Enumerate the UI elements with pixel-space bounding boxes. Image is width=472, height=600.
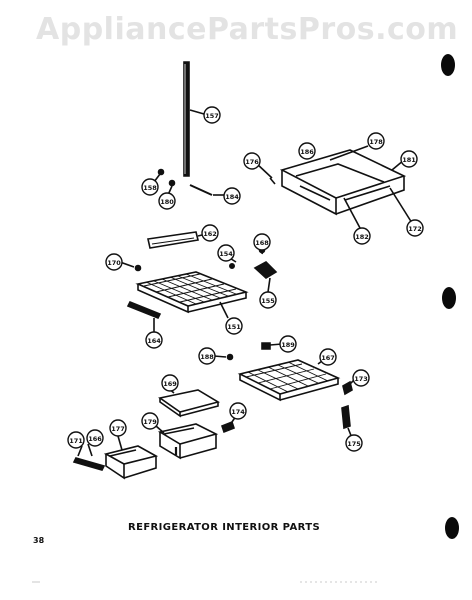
svg-text:178: 178 <box>369 138 383 146</box>
callout-184: 184 <box>223 187 241 205</box>
binder-hole-bottom <box>445 517 459 539</box>
rod-fasteners <box>153 168 224 196</box>
svg-text:172: 172 <box>408 225 422 233</box>
svg-text:181: 181 <box>402 156 416 164</box>
crisper-drawer-left <box>103 435 159 480</box>
svg-text:176: 176 <box>245 158 259 166</box>
shelf-support-parts <box>227 245 278 293</box>
svg-text:177: 177 <box>111 425 125 433</box>
binder-hole-top <box>441 54 455 76</box>
callout-174: 174 <box>229 402 247 420</box>
callout-179: 179 <box>141 412 159 430</box>
callout-151: 151 <box>225 317 243 335</box>
svg-text:170: 170 <box>107 259 121 267</box>
callout-182: 182 <box>353 227 371 245</box>
shelf-bracket-lower <box>126 300 162 334</box>
drawer-handle-trim <box>72 443 106 471</box>
svg-text:167: 167 <box>321 354 335 362</box>
callout-166: 166 <box>86 429 104 447</box>
callout-177: 177 <box>109 419 127 437</box>
svg-text:189: 189 <box>281 341 295 349</box>
callout-173: 173 <box>352 369 370 387</box>
callout-154: 154 <box>217 244 235 262</box>
crisper-drawer-right <box>155 423 219 460</box>
callout-167: 167 <box>319 348 337 366</box>
svg-text:186: 186 <box>300 148 314 156</box>
vertical-rod-part <box>183 61 205 177</box>
svg-text:157: 157 <box>205 112 219 120</box>
svg-text:164: 164 <box>147 337 161 345</box>
watermark: AppliancePartsPros.com <box>36 12 459 47</box>
callout-169: 169 <box>161 374 179 392</box>
callout-labels: 157 158 180 184 176 186 178 181 182 172 … <box>67 106 424 452</box>
binder-hole-middle <box>442 287 456 309</box>
svg-text:175: 175 <box>347 440 361 448</box>
svg-text:168: 168 <box>255 239 269 247</box>
callout-189: 189 <box>279 335 297 353</box>
svg-text:158: 158 <box>143 184 157 192</box>
svg-text:171: 171 <box>69 437 83 445</box>
center-fasteners <box>213 342 283 361</box>
svg-text:188: 188 <box>200 353 214 361</box>
right-side-parts <box>341 377 357 439</box>
svg-text:155: 155 <box>261 297 275 305</box>
crisper-cover-frame <box>255 145 413 229</box>
callout-158: 158 <box>141 178 159 196</box>
svg-text:151: 151 <box>227 323 241 331</box>
callout-157: 157 <box>203 106 221 124</box>
callout-176-top: 176 <box>243 152 261 170</box>
shelf-trim-upper <box>119 231 207 272</box>
callout-178: 178 <box>367 132 385 150</box>
svg-text:173: 173 <box>354 375 368 383</box>
callout-164: 164 <box>145 331 163 349</box>
lower-wire-shelf <box>237 357 341 402</box>
svg-text:184: 184 <box>225 193 239 201</box>
callout-172-top: 172 <box>406 219 424 237</box>
callout-181: 181 <box>400 150 418 168</box>
page-number: 38 <box>33 536 45 545</box>
svg-text:166: 166 <box>88 435 102 443</box>
callout-155: 155 <box>259 291 277 309</box>
callout-171: 171 <box>67 431 85 449</box>
callout-186: 186 <box>298 142 316 160</box>
crisper-glass-cover <box>158 387 221 418</box>
svg-text:180: 180 <box>160 198 174 206</box>
svg-text:174: 174 <box>231 408 245 416</box>
callout-168: 168 <box>253 233 271 251</box>
callout-170: 170 <box>105 253 123 271</box>
callout-188: 188 <box>198 347 216 365</box>
svg-text:179: 179 <box>143 418 157 426</box>
callout-162: 162 <box>201 224 219 242</box>
diagram-caption: REFRIGERATOR INTERIOR PARTS <box>128 522 321 533</box>
svg-text:182: 182 <box>355 233 369 241</box>
callout-180: 180 <box>158 192 176 210</box>
callout-175: 175 <box>345 434 363 452</box>
svg-text:162: 162 <box>203 230 217 238</box>
upper-wire-shelf <box>135 271 249 319</box>
svg-text:154: 154 <box>219 250 233 258</box>
svg-text:169: 169 <box>163 380 177 388</box>
